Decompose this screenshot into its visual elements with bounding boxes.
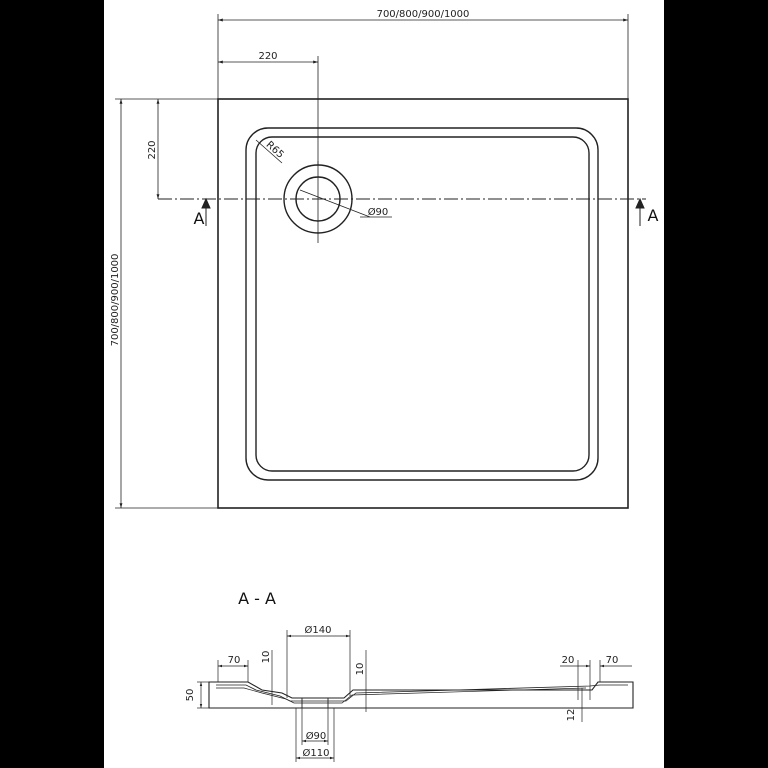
- overall-width-label: 700/800/900/1000: [377, 9, 470, 20]
- rim-height-center-label: 10: [355, 663, 366, 676]
- section-mark-left: A: [194, 209, 205, 228]
- drain-diameter-label: Ø90: [368, 206, 389, 218]
- basin-outer-edge: [245, 127, 599, 481]
- drain-section: [301, 697, 329, 709]
- tray-outline: [217, 98, 629, 509]
- drain-pipe-diameter-label: Ø110: [303, 747, 330, 759]
- tray-profile-inner-2: [216, 687, 587, 704]
- radius-leader: [255, 139, 283, 164]
- section-arrow-left: [201, 197, 211, 209]
- drain-dia-leader: [299, 189, 371, 218]
- rim-width-right-label: 70: [606, 655, 619, 666]
- basin-inner-edge: [255, 136, 590, 472]
- drain-inner-diameter-label: Ø90: [306, 730, 327, 742]
- rim-width-left-label: 70: [228, 655, 241, 666]
- tray-profile-outer: [208, 681, 634, 709]
- drain-outer-diameter-label: Ø140: [305, 624, 332, 636]
- drain-offset-x-label: 220: [258, 51, 277, 62]
- tray-height-label: 50: [185, 689, 196, 702]
- section-title: A - A: [238, 589, 276, 608]
- section-arrow-right: [635, 197, 645, 209]
- drain-offset-y-label: 220: [147, 140, 158, 159]
- lip-height-right-label: 12: [566, 709, 577, 722]
- section-mark-right: A: [648, 206, 659, 225]
- plan-view: [115, 14, 646, 509]
- section-view: [197, 630, 634, 762]
- tray-profile-inner-1: [216, 684, 628, 702]
- overall-length-label: 700/800/900/1000: [110, 254, 121, 347]
- corner-radius-label: R65: [264, 139, 286, 160]
- rim-height-left-label: 10: [261, 651, 272, 664]
- lip-width-right-label: 20: [562, 655, 575, 666]
